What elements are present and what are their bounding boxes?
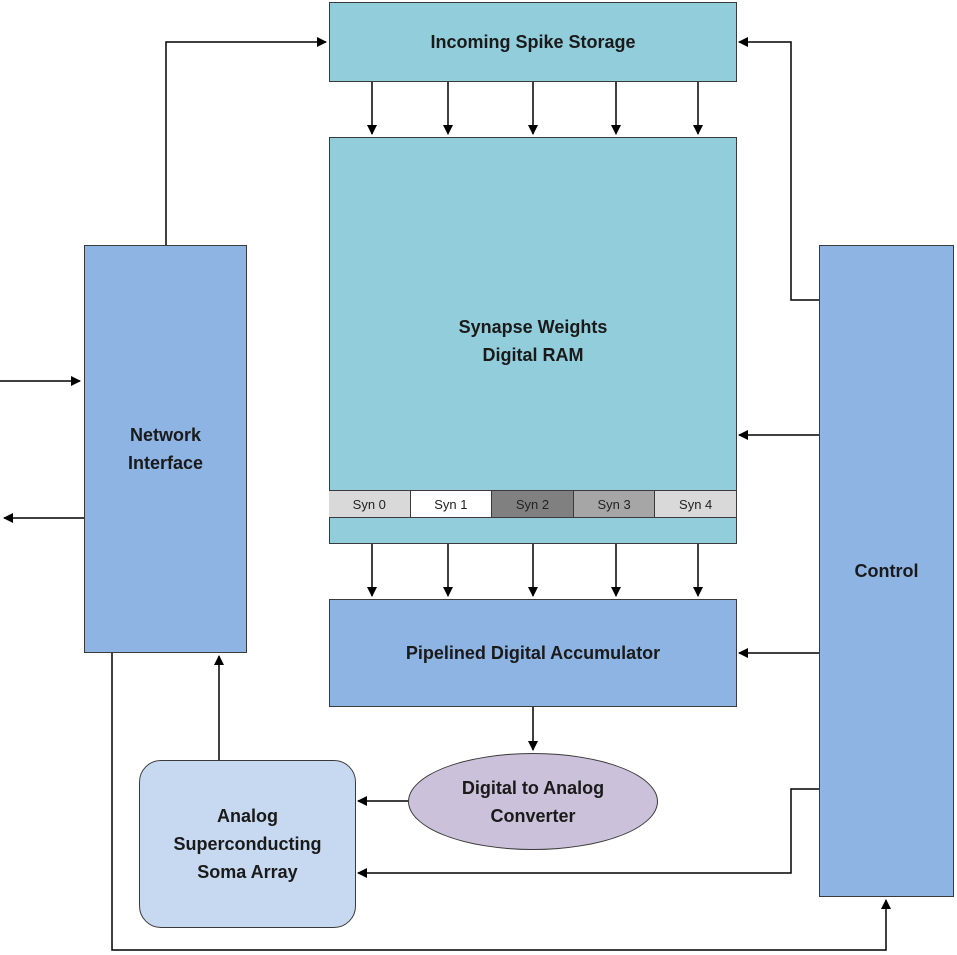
pipelined-accumulator-block: Pipelined Digital Accumulator: [329, 599, 737, 707]
synapse-weights-label: Synapse Weights Digital RAM: [459, 313, 608, 369]
dac-label-line1: Digital to Analog: [461, 777, 605, 798]
network-to-control-arrow: [111, 653, 891, 951]
soma-array-label-line3: Soma Array: [197, 862, 298, 882]
incoming-spike-storage-block: Incoming Spike Storage: [329, 2, 737, 82]
soma-array-label: Analog Superconducting Soma Array: [174, 802, 322, 886]
synapse-weights-label-line2: Digital RAM: [482, 345, 584, 365]
network-interface-label-line1: Network: [129, 425, 201, 445]
synapse-cell-3: Syn 3: [573, 491, 656, 517]
control-to-spike-arrow: [738, 37, 819, 301]
synapse-cell-2: Syn 2: [492, 491, 574, 517]
dac-label: Digital to Analog Converter: [462, 774, 604, 830]
soma-array-label-line1: Analog: [217, 806, 278, 826]
control-label: Control: [854, 561, 919, 581]
dac-block: Digital to Analog Converter: [408, 753, 658, 850]
control-to-soma-arrow: [357, 788, 819, 878]
network-interface-label-line2: Interface: [127, 453, 204, 473]
synapse-cell-0: Syn 0: [329, 491, 411, 517]
network-interface-block: Network Interface: [84, 245, 247, 653]
soma-array-label-line2: Superconducting: [173, 834, 322, 854]
incoming-spike-storage-label: Incoming Spike Storage: [430, 32, 636, 52]
synapse-weights-ram-block: Synapse Weights Digital RAM: [329, 137, 737, 544]
pipelined-accumulator-label: Pipelined Digital Accumulator: [405, 643, 661, 663]
network-to-spike-arrow: [165, 37, 327, 245]
synapse-cell-row: Syn 0 Syn 1 Syn 2 Syn 3 Syn 4: [329, 490, 736, 518]
soma-array-block: Analog Superconducting Soma Array: [139, 760, 356, 928]
synapse-cell-1: Syn 1: [410, 491, 493, 517]
synapse-cell-4: Syn 4: [655, 491, 736, 517]
dac-label-line2: Converter: [490, 805, 576, 826]
control-block: Control: [819, 245, 954, 897]
synapse-weights-label-line1: Synapse Weights: [458, 317, 608, 337]
network-interface-label: Network Interface: [128, 421, 203, 477]
